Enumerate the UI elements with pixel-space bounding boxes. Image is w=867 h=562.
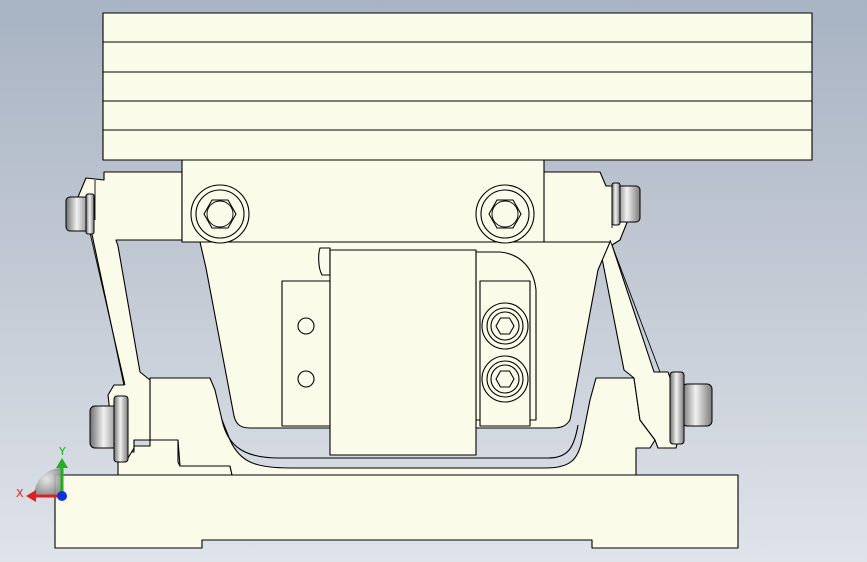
pivot-pin-bottom-right[interactable] — [669, 371, 713, 445]
left-rail[interactable] — [281, 280, 331, 427]
hex-bolt-right[interactable] — [475, 184, 535, 244]
base-plate[interactable] — [54, 474, 739, 549]
slider-block[interactable] — [329, 249, 477, 456]
rail-hole-upper — [297, 317, 315, 335]
pivot-pin-bottom-left[interactable] — [89, 395, 129, 463]
pivot-pin-top-right[interactable] — [611, 182, 641, 226]
top-plate[interactable] — [102, 12, 813, 161]
socket-cap-screw-lower[interactable] — [481, 355, 529, 403]
left-link-arm[interactable] — [77, 171, 183, 461]
hex-bolt-left[interactable] — [190, 184, 250, 244]
slider-notch — [318, 247, 331, 276]
socket-cap-screw-upper[interactable] — [481, 302, 529, 350]
z-axis-dot — [57, 491, 67, 501]
lower-saddle[interactable] — [149, 377, 656, 476]
rail-hole-lower — [297, 370, 315, 388]
coordinate-triad: Y X — [16, 445, 68, 502]
x-axis-label: X — [16, 487, 24, 500]
pivot-pin-top-left[interactable] — [65, 193, 95, 235]
y-axis-label: Y — [58, 445, 66, 458]
